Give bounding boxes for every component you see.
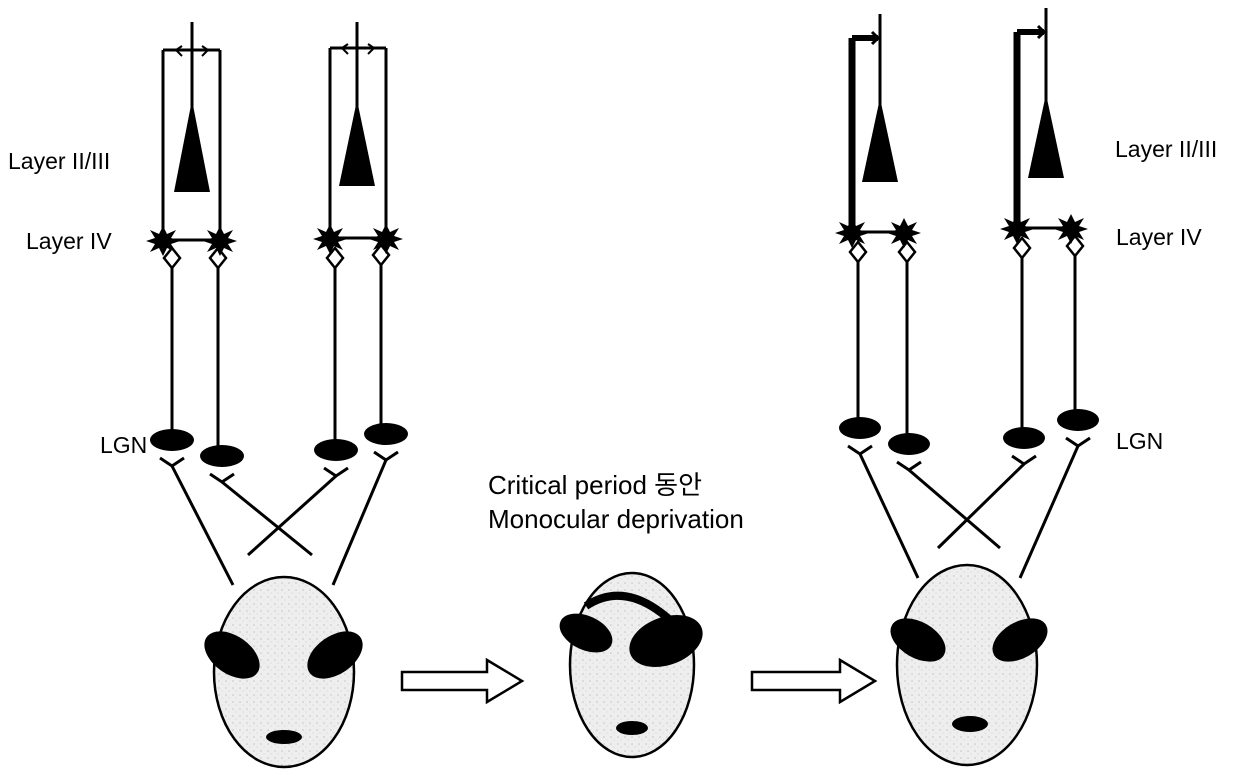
right-retinal-terminal-4 [1066, 438, 1090, 446]
right-circuit [835, 8, 1099, 578]
right-lgn-cell-1 [839, 417, 881, 439]
left-optic-path-4 [333, 460, 386, 585]
middle-face-mouth [616, 721, 648, 735]
right-layer23-label: Layer II/III [1115, 138, 1217, 161]
left-retinal-terminal-2 [210, 474, 234, 482]
left-face-mouth [266, 730, 302, 744]
left-lgn-cell-4 [364, 423, 408, 445]
left-face [196, 577, 372, 767]
left-stellate-cell-4 [369, 224, 403, 254]
left-optic-path-2 [222, 482, 312, 555]
transition-arrow-2 [752, 660, 875, 702]
left-circuit [146, 22, 408, 585]
left-layer4-label: Layer IV [26, 230, 112, 253]
right-face-outline [897, 565, 1037, 765]
right-stellate-cell-1 [835, 218, 869, 248]
right-retinal-terminal-1 [848, 446, 872, 454]
left-stellate-cell-2 [203, 226, 237, 256]
left-retinal-terminal-1 [160, 458, 184, 466]
right-pyramidal-cell-1 [862, 98, 898, 182]
right-optic-path-4 [1020, 446, 1078, 578]
left-stellate-cell-3 [313, 224, 347, 254]
caption-line-1: Critical period 동안 [488, 468, 744, 502]
right-layer4-label: Layer IV [1116, 226, 1202, 249]
right-lgn-cell-4 [1057, 409, 1099, 431]
right-stellate-cell-2 [887, 218, 921, 248]
right-retinal-terminal-2 [897, 462, 921, 470]
left-retinal-terminal-3 [324, 468, 348, 476]
right-pyramidal-cell-2 [1028, 94, 1064, 178]
left-lgn-cell-2 [200, 445, 244, 467]
right-synapse-terminal-2 [899, 242, 915, 262]
right-stellate-cell-3 [1000, 214, 1034, 244]
left-pyramidal-cell-2 [339, 100, 375, 186]
left-lgn-cell-1 [150, 429, 194, 451]
right-lgn-label: LGN [1116, 430, 1163, 453]
right-face-mouth [952, 716, 988, 732]
right-optic-path-2 [909, 470, 1000, 548]
left-lgn-label: LGN [100, 434, 147, 457]
middle-face [553, 573, 709, 757]
transition-arrow-1 [402, 660, 522, 702]
left-stellate-cell-1 [146, 226, 180, 256]
deprivation-caption: Critical period 동안 Monocular deprivation [488, 468, 744, 536]
right-optic-path-1 [860, 454, 918, 578]
right-lgn-cell-2 [888, 433, 930, 455]
right-retinal-terminal-3 [1012, 456, 1036, 464]
left-retinal-terminal-4 [374, 452, 398, 460]
right-stellate-cell-4 [1054, 214, 1088, 244]
caption-line-2: Monocular deprivation [488, 502, 744, 536]
left-lgn-cell-3 [314, 439, 358, 461]
left-synapse-terminal-1 [164, 248, 180, 268]
left-layer23-label: Layer II/III [8, 150, 110, 173]
left-pyramidal-cell-1 [174, 100, 210, 192]
right-face [883, 565, 1055, 765]
right-lgn-cell-3 [1003, 427, 1045, 449]
